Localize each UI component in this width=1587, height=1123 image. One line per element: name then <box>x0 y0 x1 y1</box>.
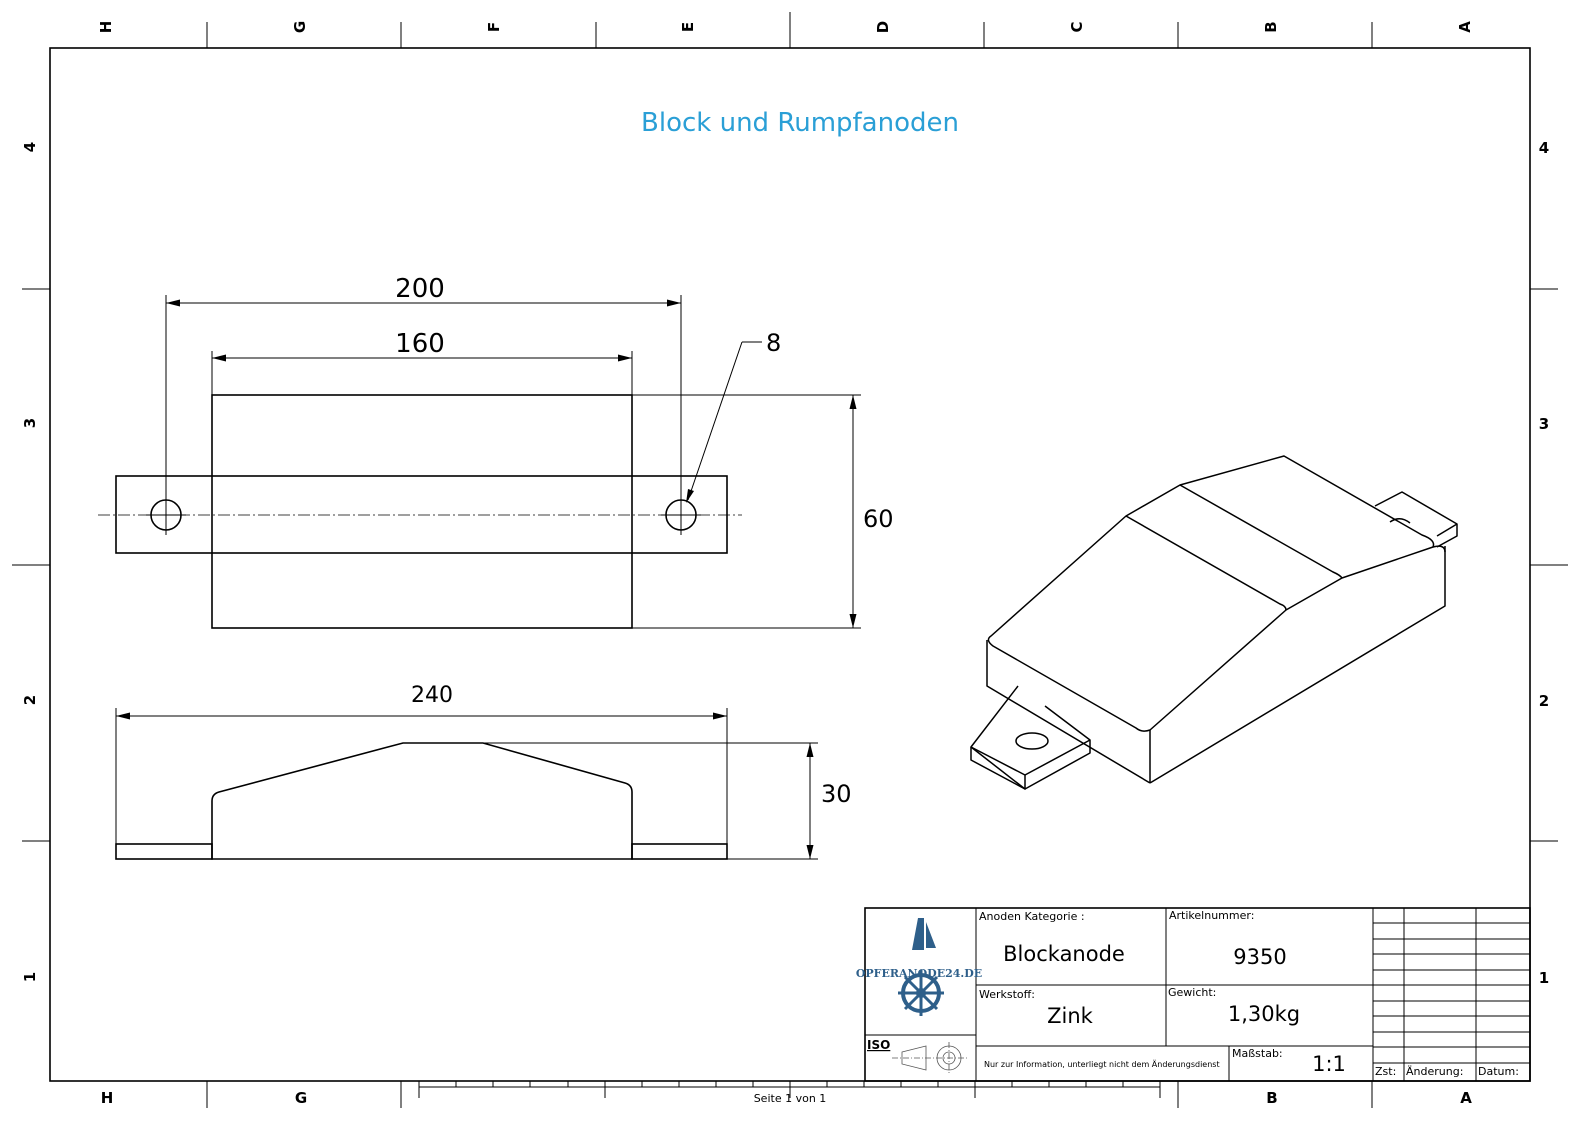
side-view-profile <box>211 742 633 860</box>
zone-labels-top: H G F E D C B A <box>97 21 1474 34</box>
logo-text: OPFERANODE24.DE <box>856 967 982 980</box>
zone-labels-left: 4 3 2 1 <box>21 142 39 982</box>
article-label: Artikelnummer: <box>1169 909 1254 922</box>
zone-labels-bottom: H G B A <box>101 1089 1472 1107</box>
isometric-view <box>970 455 1458 790</box>
projection-symbol-icon <box>892 1042 968 1074</box>
zone-bottom-h: H <box>101 1089 114 1107</box>
dimension-overall-length: 240 <box>115 683 728 844</box>
zone-top-e: E <box>679 22 697 32</box>
zone-left-3: 3 <box>21 418 39 428</box>
dimension-hole-spacing-label: 200 <box>395 274 445 304</box>
zone-right-4: 4 <box>1539 139 1549 157</box>
zone-top-c: C <box>1068 21 1086 32</box>
dimension-hole-diameter: 8 <box>686 329 781 503</box>
material-value: Zink <box>1047 1004 1094 1028</box>
zone-right-3: 3 <box>1539 415 1549 433</box>
dimension-body-depth-label: 60 <box>863 505 894 533</box>
drawing-frame <box>12 12 1568 1108</box>
iso-label: ISO <box>867 1038 890 1052</box>
dimension-body-width-label: 160 <box>395 329 445 359</box>
change-label: Änderung: <box>1406 1065 1463 1078</box>
material-label: Werkstoff: <box>979 988 1035 1001</box>
article-value: 9350 <box>1233 945 1286 969</box>
top-view-body <box>211 394 633 629</box>
scale-value: 1:1 <box>1312 1052 1346 1076</box>
company-logo: OPFERANODE24.DE <box>856 918 982 1016</box>
weight-label: Gewicht: <box>1168 986 1216 999</box>
mounting-hole-left <box>146 495 186 535</box>
zone-top-f: F <box>485 22 503 32</box>
dimension-overall-length-label: 240 <box>411 683 453 708</box>
information-notice: Nur zur Information, unterliegt nicht de… <box>984 1059 1220 1069</box>
dimension-hole-spacing: 200 <box>165 274 682 500</box>
mounting-hole-right <box>661 495 701 535</box>
top-view-strap <box>115 475 728 554</box>
top-view: 200 160 8 60 <box>98 274 894 629</box>
zone-left-4: 4 <box>21 142 39 152</box>
category-label: Anoden Kategorie : <box>979 910 1085 923</box>
zone-top-d: D <box>874 21 892 33</box>
dimension-height-label: 30 <box>821 780 852 808</box>
dimension-body-width: 160 <box>211 329 633 395</box>
zone-left-1: 1 <box>21 972 39 982</box>
zone-top-h: H <box>97 21 115 34</box>
zone-right-1: 1 <box>1539 969 1549 987</box>
weight-value: 1,30kg <box>1228 1002 1300 1026</box>
dimension-hole-diameter-label: 8 <box>766 329 781 357</box>
dimension-body-depth: 60 <box>632 394 894 629</box>
page-indicator: Seite 1 von 1 <box>754 1092 827 1105</box>
scale-label: Maßstab: <box>1232 1047 1283 1060</box>
drawing-title: Block und Rumpfanoden <box>641 108 959 138</box>
revision-label: Zst: <box>1375 1065 1396 1078</box>
zone-left-2: 2 <box>21 695 39 705</box>
zone-bottom-b: B <box>1266 1089 1277 1107</box>
dimension-height: 30 <box>483 742 852 860</box>
zone-top-b: B <box>1262 21 1280 32</box>
zone-top-a: A <box>1456 21 1474 33</box>
zone-top-g: G <box>291 21 309 33</box>
title-block: OPFERANODE24.DE ISO Anoden Kategorie : B… <box>856 907 1531 1082</box>
category-value: Blockanode <box>1003 942 1125 966</box>
side-view: 240 30 <box>115 683 852 860</box>
zone-bottom-g: G <box>295 1089 307 1107</box>
zone-right-2: 2 <box>1539 692 1549 710</box>
date-label: Datum: <box>1478 1065 1519 1078</box>
zone-bottom-a: A <box>1460 1089 1472 1107</box>
zone-labels-right: 4 3 2 1 <box>1539 139 1549 987</box>
